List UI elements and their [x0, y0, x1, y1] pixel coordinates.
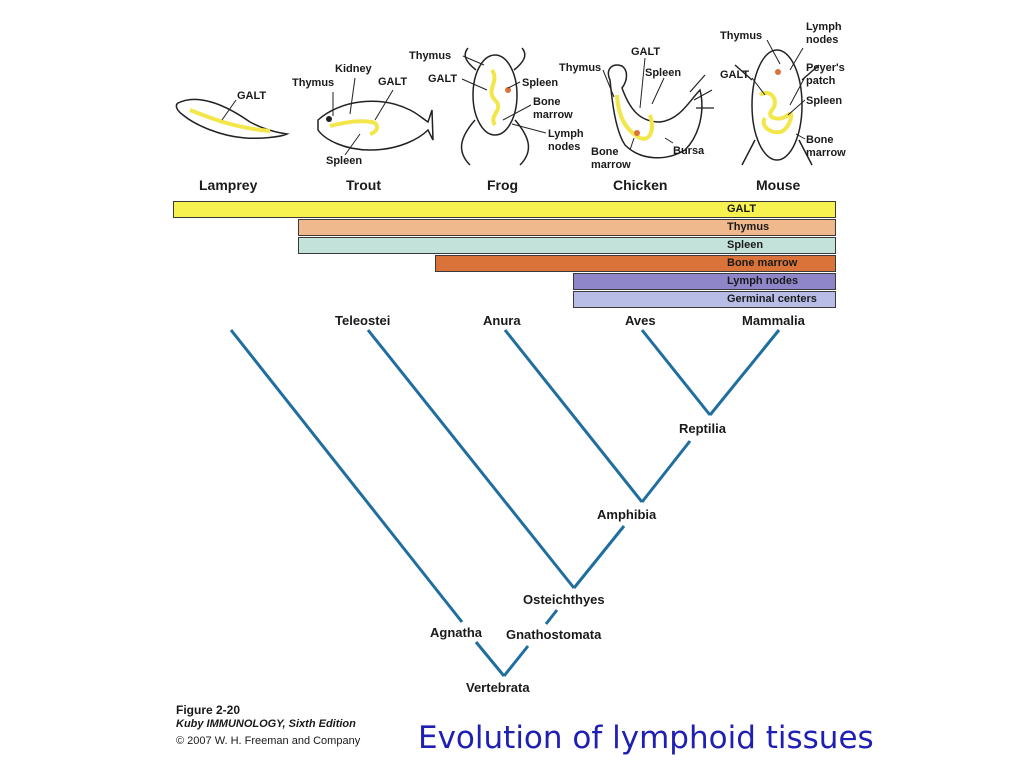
clade-teleostei: Teleostei: [335, 313, 391, 328]
branch-reptilia: [640, 440, 692, 503]
branch-gnathostomata: [502, 645, 530, 677]
mouse-label-nodes: nodes: [806, 34, 839, 46]
clade-reptilia: Reptilia: [679, 421, 726, 436]
clade-mammalia: Mammalia: [742, 313, 805, 328]
bar-germinal-centers: [573, 291, 836, 308]
clade-gnathostomata: Gnathostomata: [506, 627, 602, 642]
mouse-label-peyers: Peyer's: [806, 62, 845, 74]
frog-label-bone: Bone: [533, 96, 561, 108]
lamprey-illustration: [175, 98, 290, 139]
bar-galt-label: GALT: [727, 203, 757, 215]
trout-label-galt: GALT: [378, 76, 408, 88]
trout-name: Trout: [346, 177, 381, 193]
bar-bone-marrow: [435, 255, 836, 272]
lamprey-label-galt: GALT: [237, 90, 267, 102]
mouse-label-bone: Bone: [806, 134, 834, 146]
lamprey-name: Lamprey: [199, 177, 258, 193]
mouse-illustration: [734, 39, 820, 166]
branch-osteichthyes: [544, 609, 559, 625]
mouse-label-marrow: marrow: [806, 147, 846, 159]
chicken-label-galt: GALT: [631, 46, 661, 58]
trout-illustration: [317, 77, 434, 156]
clade-agnatha: Agnatha: [430, 625, 482, 640]
chicken-name: Chicken: [613, 177, 668, 193]
bar-thymus-label: Thymus: [727, 221, 770, 233]
tree-branches: [229, 329, 781, 677]
bar-bone-marrow-label: Bone marrow: [727, 257, 798, 269]
frog-label-spleen: Spleen: [522, 77, 559, 89]
clade-amphibia: Amphibia: [597, 507, 657, 522]
clade-aves: Aves: [625, 313, 656, 328]
trout-label-thymus: Thymus: [292, 77, 335, 89]
mouse-name: Mouse: [756, 177, 801, 193]
copyright: © 2007 W. H. Freeman and Company: [176, 735, 361, 747]
bar-spleen-label: Spleen: [727, 239, 764, 251]
branch-amphibia: [572, 525, 626, 589]
bar-galt: [173, 201, 836, 218]
figure-number: Figure 2-20: [176, 703, 241, 717]
trout-label-kidney: Kidney: [335, 63, 372, 75]
frog-label-galt: GALT: [428, 73, 458, 85]
mouse-label-patch: patch: [806, 75, 836, 87]
book-title: Kuby IMMUNOLOGY, Sixth Edition: [176, 718, 356, 730]
bar-germinal-centers-label: Germinal centers: [727, 293, 817, 305]
bar-lymph-nodes-label: Lymph nodes: [727, 275, 799, 287]
bar-lymph-nodes: [573, 273, 836, 290]
clade-vertebrata: Vertebrata: [466, 680, 530, 695]
branch-teleostei: [366, 329, 576, 589]
mouse-label-lymph: Lymph: [806, 21, 842, 33]
frog-illustration: [460, 47, 547, 166]
branch-anura: [503, 329, 644, 503]
frog-label-nodes: nodes: [548, 141, 581, 153]
clade-anura: Anura: [483, 313, 521, 328]
mouse-label-spleen: Spleen: [806, 95, 843, 107]
chicken-label-bone: Bone: [591, 146, 619, 158]
branch-mammalia: [708, 329, 781, 416]
mouse-label-thymus: Thymus: [720, 30, 763, 42]
frog-name: Frog: [487, 177, 519, 193]
chicken-label-thymus: Thymus: [559, 62, 602, 74]
chicken-label-spleen: Spleen: [645, 67, 682, 79]
branch-agnatha-base: [474, 641, 506, 677]
clade-osteichthyes: Osteichthyes: [523, 592, 605, 607]
chicken-label-bursa: Bursa: [673, 145, 705, 157]
branch-agnatha: [229, 329, 464, 623]
slide-title: Evolution of lymphoid tissues: [418, 720, 874, 756]
chicken-label-marrow: marrow: [591, 159, 631, 171]
mouse-label-galt: GALT: [720, 69, 750, 81]
trout-label-spleen: Spleen: [326, 155, 363, 167]
frog-label-thymus: Thymus: [409, 50, 452, 62]
bar-thymus: [298, 219, 836, 236]
chicken-illustration: [602, 57, 714, 159]
frog-label-lymph: Lymph: [548, 128, 584, 140]
bar-spleen: [298, 237, 836, 254]
branch-aves: [640, 329, 712, 416]
frog-label-marrow: marrow: [533, 109, 573, 121]
animal-illustrations: [175, 39, 820, 166]
